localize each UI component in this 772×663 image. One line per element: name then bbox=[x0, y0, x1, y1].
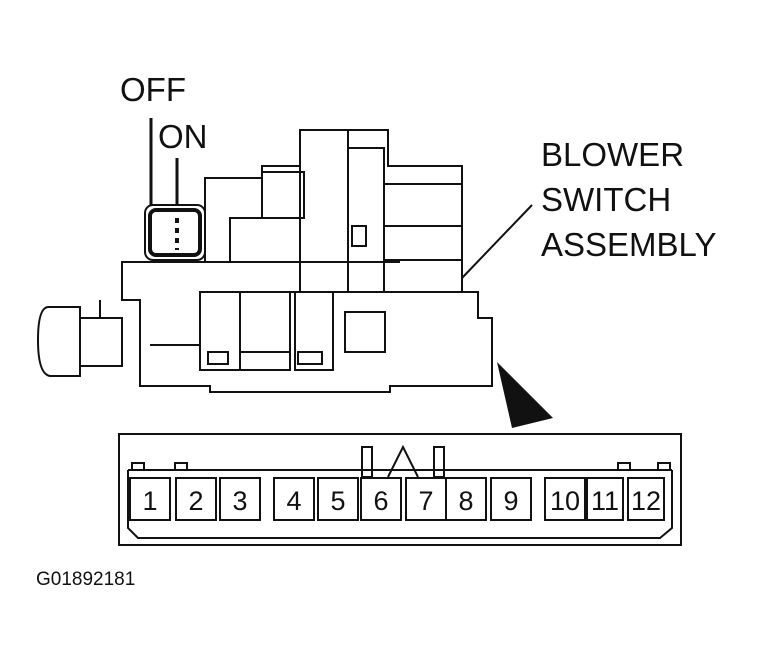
connector-pointer-arrow bbox=[497, 362, 553, 428]
pin-cell bbox=[317, 477, 359, 521]
connector-tab-1 bbox=[131, 462, 145, 471]
terminal-pin-1 bbox=[207, 351, 229, 365]
pin-cell bbox=[445, 477, 487, 521]
terminal-slot-2 bbox=[239, 291, 291, 371]
pin-cell bbox=[627, 477, 665, 521]
knob-shaft bbox=[79, 317, 123, 367]
pin-cell bbox=[175, 477, 217, 521]
callout-line-2: SWITCH bbox=[541, 181, 671, 218]
pin-cell bbox=[405, 477, 447, 521]
connector-tab-3 bbox=[617, 462, 631, 471]
callout-line-3: ASSEMBLY bbox=[541, 226, 716, 263]
pin-number: 6 bbox=[373, 486, 388, 516]
pin-cell bbox=[490, 477, 532, 521]
pin-number: 10 bbox=[550, 486, 580, 516]
pin-number: 4 bbox=[286, 486, 301, 516]
on-label: ON bbox=[158, 118, 208, 155]
pin-number: 7 bbox=[418, 486, 433, 516]
connector-tab-2 bbox=[174, 462, 188, 471]
figure-id: G01892181 bbox=[36, 569, 135, 590]
pin-number: 8 bbox=[458, 486, 473, 516]
pin-number: 3 bbox=[232, 486, 247, 516]
pin-number: 5 bbox=[330, 486, 345, 516]
pin-cell bbox=[544, 477, 586, 521]
latch-left bbox=[361, 446, 373, 478]
terminal-slot-3 bbox=[294, 291, 334, 371]
pin-cell bbox=[273, 477, 315, 521]
latch-key bbox=[387, 444, 419, 478]
pin-number: 11 bbox=[591, 486, 619, 516]
housing-detail-2 bbox=[261, 171, 305, 219]
connector-inner-outline bbox=[127, 470, 673, 539]
slide-lever-rim bbox=[148, 208, 202, 257]
connector-outline bbox=[118, 433, 682, 546]
pin-cell bbox=[219, 477, 261, 521]
pin-cell bbox=[129, 477, 171, 521]
off-label: OFF bbox=[120, 71, 186, 108]
pin-cell bbox=[360, 477, 402, 521]
pin-number: 2 bbox=[188, 486, 203, 516]
switch-assembly-drawing bbox=[36, 129, 493, 393]
pin-number: 12 bbox=[631, 486, 661, 516]
housing-detail-8 bbox=[351, 225, 367, 247]
pin-cell bbox=[586, 477, 624, 521]
callout-leader-line bbox=[461, 204, 533, 279]
callout-line-1: BLOWER bbox=[541, 136, 684, 173]
pin-number: 1 bbox=[142, 486, 157, 516]
pin-number: 9 bbox=[503, 486, 518, 516]
switch-knob bbox=[36, 306, 81, 377]
latch-right bbox=[433, 446, 445, 478]
terminal-slot-4 bbox=[344, 311, 386, 353]
connector-tab-4 bbox=[657, 462, 671, 471]
terminal-pin-2 bbox=[297, 351, 323, 365]
